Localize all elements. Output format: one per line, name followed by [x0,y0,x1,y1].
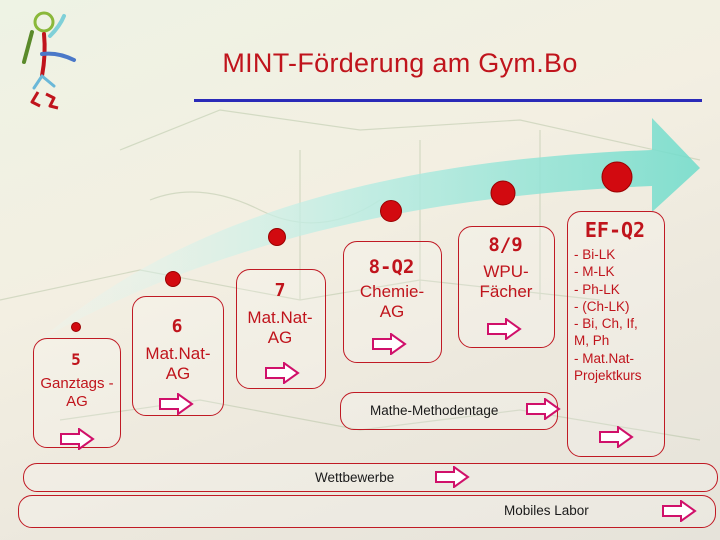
stage-number-ef: EF-Q2 [584,218,646,242]
labor-label: Mobiles Labor [504,503,589,518]
page-title: MINT-Förderung am Gym.Bo [222,48,578,78]
ef-course-list: - Bi-LK - M-LK - Ph-LK - (Ch-LK) - Bi, C… [574,246,664,384]
labor-bar [18,495,716,528]
stage-number-7: 7 [274,280,286,301]
stage-dot-5 [71,322,81,332]
stage-dot-89 [490,180,516,206]
stage-dot-ef [601,161,633,193]
ef-item: - M-LK [574,264,615,280]
ef-item: - Mat.Nat- [574,350,635,366]
wettbewerbe-label: Wettbewerbe [315,470,395,485]
ef-item: - Ph-LK [574,281,620,297]
ef-item: Projektkurs [574,368,642,384]
school-logo [22,11,76,110]
stage-label-5: Ganztags - AG [40,375,114,410]
arrow-right-icon [265,362,300,384]
stage-dot-8 [380,200,402,222]
arrow-right-icon [487,318,522,340]
stage-box-5 [33,338,121,448]
methoden-label: Mathe-Methodentage [370,403,499,418]
wettbewerbe-bar [23,463,718,492]
ef-item: - (Ch-LK) [574,298,630,314]
arrow-right-icon [159,393,194,415]
stage-label-8: Chemie-AG [359,282,425,322]
stage-number-8: 8-Q2 [368,256,415,278]
ef-item: - Bi-LK [574,247,616,262]
stage-label-6: Mat.Nat-AG [145,344,211,384]
arrow-right-icon [435,466,470,488]
stage-number-89: 8/9 [488,234,523,256]
methoden-bar [340,392,558,430]
stage-label-7: Mat.Nat-AG [247,308,313,348]
stage-number-5: 5 [71,350,81,369]
arrow-right-icon [526,398,561,420]
stage-dot-6 [165,271,181,287]
arrow-right-icon [662,500,697,522]
arrow-right-icon [372,333,407,355]
stage-label-89: WPU-Fächer [479,262,533,302]
arrow-right-icon [60,428,95,450]
arrow-right-icon [599,426,634,448]
ef-item: - Bi, Ch, If, [574,316,638,332]
stage-number-6: 6 [171,316,183,337]
stage-box-ef [567,211,665,457]
ef-item: M, Ph [574,333,610,349]
stage-dot-7 [268,228,286,246]
title-underline [194,99,702,102]
